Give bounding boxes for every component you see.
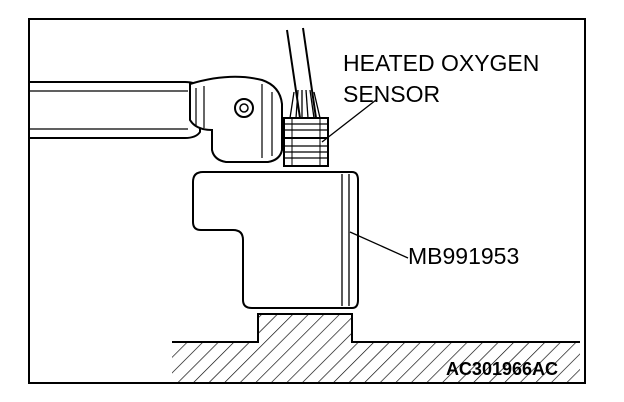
tool-leader-line [349, 231, 409, 259]
oxygen-sensor [283, 117, 329, 167]
pivot-bolt-icon [234, 98, 254, 118]
wrench-head [189, 75, 283, 163]
special-tool-mb991953 [192, 171, 359, 309]
wrench-handle [30, 81, 201, 139]
tool-label: MB991953 [408, 243, 519, 269]
ground-base [172, 313, 580, 383]
sensor-wires [286, 27, 321, 119]
sensor-label-line1: HEATED OXYGEN [343, 50, 539, 76]
figure-id: AC301966AC [446, 359, 558, 379]
sensor-label-line2: SENSOR [343, 81, 440, 107]
sensor-leader-line [321, 99, 377, 143]
